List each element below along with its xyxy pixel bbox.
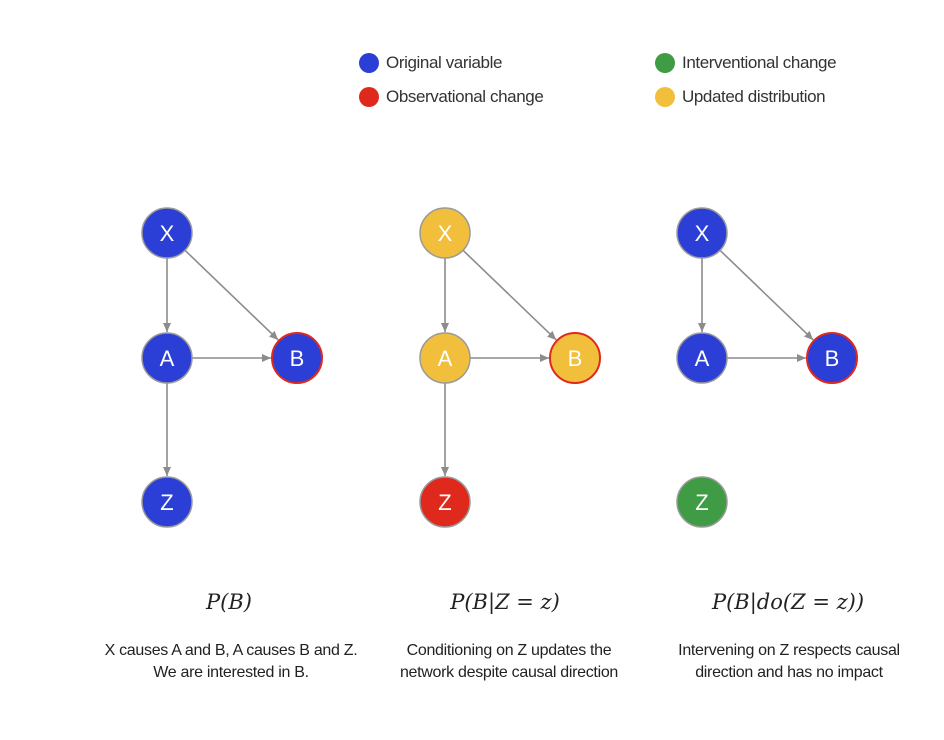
node-b-panel-2: B — [549, 332, 601, 384]
node-circle — [419, 332, 471, 384]
node-label: B — [825, 346, 840, 371]
legend-item-original-variable: Original variable — [359, 53, 502, 73]
node-x-panel-2: X — [419, 207, 471, 259]
node-a-panel-1: A — [141, 332, 193, 384]
formula-panel-3: P(B|do(Z = z)) — [711, 590, 865, 614]
legend-label: Original variable — [386, 53, 503, 72]
node-circle — [676, 207, 728, 259]
legend-label: Observational change — [386, 87, 544, 106]
legend-label: Interventional change — [682, 53, 837, 72]
green-dot-icon — [655, 53, 675, 73]
node-circle — [419, 476, 471, 528]
node-circle — [419, 207, 471, 259]
node-x-panel-3: X — [676, 207, 728, 259]
node-label: Z — [695, 490, 708, 515]
node-label: B — [290, 346, 305, 371]
node-x-panel-1: X — [141, 207, 193, 259]
node-z-panel-2: Z — [419, 476, 471, 528]
node-circle — [676, 332, 728, 384]
legend-item-interventional-change: Interventional change — [655, 53, 837, 73]
node-label: Z — [160, 490, 173, 515]
caption-panel-1: X causes A and B, A causes B and Z. We a… — [104, 642, 358, 681]
edge-x-to-b — [462, 249, 557, 341]
node-b-panel-1: B — [271, 332, 323, 384]
yellow-dot-icon — [655, 87, 675, 107]
legend-item-observational-change: Observational change — [359, 87, 544, 107]
caption-panel-3: Intervening on Z respects causal directi… — [678, 642, 900, 681]
formula-panel-2: P(B|Z = z) — [450, 590, 560, 614]
node-circle — [141, 207, 193, 259]
node-label: A — [438, 346, 453, 371]
legend-label: Updated distribution — [682, 87, 826, 106]
node-b-panel-3: B — [806, 332, 858, 384]
node-label: B — [568, 346, 583, 371]
node-circle — [806, 332, 858, 384]
edges-layer — [163, 249, 814, 476]
node-label: X — [695, 221, 710, 246]
node-label: Z — [438, 490, 451, 515]
node-a-panel-3: A — [676, 332, 728, 384]
red-dot-icon — [359, 87, 379, 107]
blue-dot-icon — [359, 53, 379, 73]
node-label: A — [695, 346, 710, 371]
node-label: A — [160, 346, 175, 371]
node-label: X — [438, 221, 453, 246]
node-label: X — [160, 221, 175, 246]
node-z-panel-3: Z — [676, 476, 728, 528]
edge-x-to-b — [719, 249, 814, 341]
legend-item-updated-distribution: Updated distribution — [655, 87, 826, 107]
node-a-panel-2: A — [419, 332, 471, 384]
formula-panel-1: P(B) — [206, 590, 252, 614]
node-circle — [141, 332, 193, 384]
node-circle — [676, 476, 728, 528]
nodes-layer: X A B Z X A B Z X A B Z — [141, 207, 858, 528]
node-circle — [141, 476, 193, 528]
node-circle — [271, 332, 323, 384]
node-z-panel-1: Z — [141, 476, 193, 528]
node-circle — [549, 332, 601, 384]
caption-panel-2: Conditioning on Z updates the network de… — [399, 642, 619, 681]
edge-x-to-b — [184, 249, 279, 341]
